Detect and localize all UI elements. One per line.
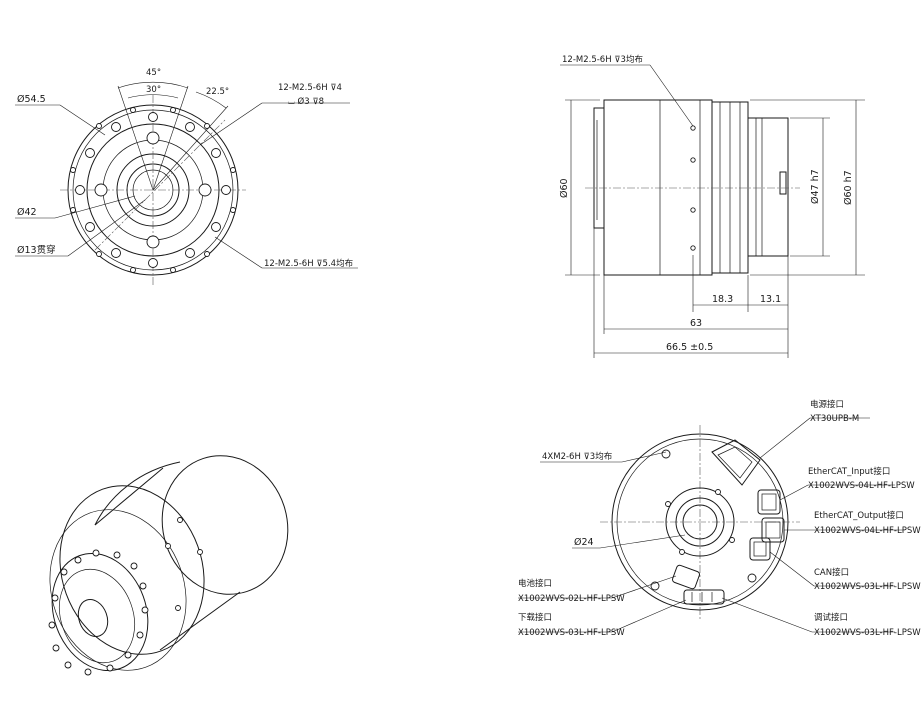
front-thread-bottom-label: 12-M2.5-6H ⊽5.4均布 [264,258,353,269]
rear-view: 4XM2-6H ⊽3均布 Ø24 电源接口 XT30UPB-M EtherCAT… [518,399,921,638]
can-connector [749,537,771,561]
front-thread-top-line1: 12-M2.5-6H ⊽4 [278,83,342,93]
side-dia-60-left: Ø60 [559,178,570,198]
dia-54-5-label: Ø54.5 [17,94,46,105]
battery-title: 电池接口 [518,578,552,589]
angle-45-label: 45° [146,68,161,78]
side-len-13-1: 13.1 [760,294,781,305]
download-title: 下载接口 [518,612,552,623]
angle-22-5-label: 22.5° [206,87,229,97]
download-connector [683,589,725,605]
front-view: 45° 30° 22.5° Ø54.5 Ø42 Ø13贯穿 12-M2.5-6H… [15,68,358,285]
side-len-18-3: 18.3 [712,294,733,305]
front-small-holes [70,107,236,273]
side-len-66-5: 66.5 ±0.5 [666,342,713,353]
side-main-body [603,99,713,276]
power-part: XT30UPB-M [810,414,859,424]
debug-part: X1002WVS-03L-HF-LPSW [814,628,921,638]
rear-dia-24-label: Ø24 [574,537,594,548]
iso-front-face [59,485,205,655]
battery-connector [671,564,701,590]
dia-13-label: Ø13贯穿 [17,244,56,256]
side-flange-plate [593,107,605,229]
side-dia-60-h7: Ø60 h7 [843,170,854,205]
front-thread-top-line2: ⌴ Ø3 ⊽8 [288,96,324,107]
rear-bore [682,504,718,540]
isometric-view [48,455,289,676]
battery-part: X1002WVS-02L-HF-LPSW [518,594,625,604]
angle-30-label: 30° [146,85,161,95]
ecat-out-title: EtherCAT_Output接口 [814,510,904,521]
dia-42-label: Ø42 [17,207,37,218]
side-len-63: 63 [690,318,702,329]
ecat-out-part: X1002WVS-04L-HF-LPSW [814,526,921,536]
ecat-input-connector [757,489,781,515]
rear-thread-4xm2-label: 4XM2-6H ⊽3均布 [542,451,612,462]
iso-bore [77,599,109,637]
side-thread-top-label: 12-M2.5-6H ⊽3均布 [562,54,643,65]
can-part: X1002WVS-03L-HF-LPSW [814,582,921,592]
ecat-in-part: X1002WVS-04L-HF-LPSW [808,481,915,491]
side-dia-47-h7: Ø47 h7 [810,169,821,204]
side-view: 12-M2.5-6H ⊽3均布 Ø60 Ø47 h7 Ø60 h7 18.3 1… [559,54,865,358]
can-title: CAN接口 [814,567,849,578]
download-part: X1002WVS-03L-HF-LPSW [518,628,625,638]
power-connector [711,439,761,486]
front-outer-holes [75,112,231,268]
debug-title: 调试接口 [814,612,848,623]
ecat-in-title: EtherCAT_Input接口 [808,466,890,477]
side-rear-step [747,117,789,257]
power-title: 电源接口 [810,399,844,410]
